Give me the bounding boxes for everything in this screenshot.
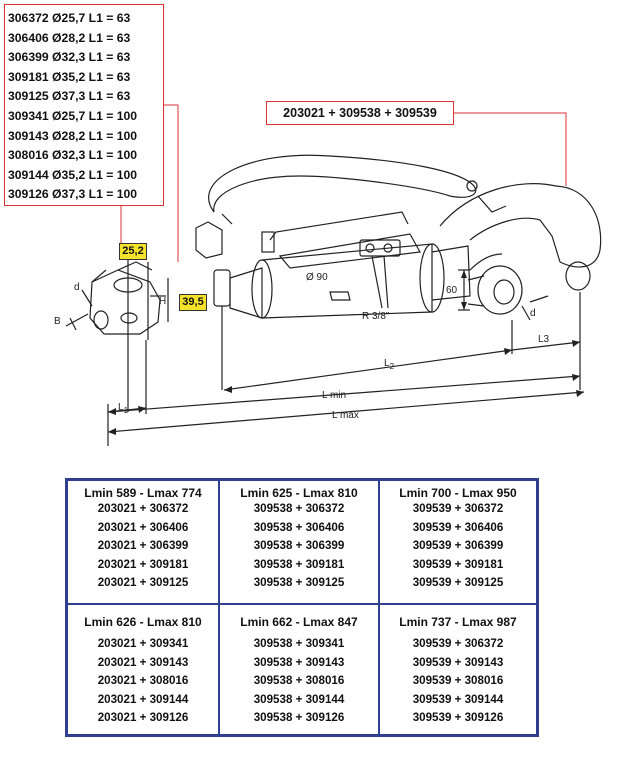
cell-item: 309539 + 306399 bbox=[412, 539, 504, 553]
cell-item: 309538 + 309125 bbox=[253, 576, 345, 590]
cell-item: 309539 + 306372 bbox=[412, 637, 504, 650]
table-cell: Lmin 662 - Lmax 847 309538 + 309341 3095… bbox=[219, 604, 379, 735]
label-lmin: L min bbox=[322, 390, 347, 401]
cell-item: 309538 + 309144 bbox=[253, 692, 345, 706]
legend-row: 309181 Ø35,2 L1 = 63 bbox=[8, 69, 131, 84]
label-lmax: L max bbox=[332, 410, 359, 421]
table-cell: Lmin 737 - Lmax 987 309539 + 306372 3095… bbox=[379, 604, 537, 735]
legend-row: 306372 Ø25,7 L1 = 63 bbox=[8, 11, 131, 25]
dimension-tag-top: 25,2 bbox=[119, 243, 147, 260]
cell-item: 203021 + 306399 bbox=[97, 539, 189, 553]
cell-item: 309539 + 308016 bbox=[412, 674, 504, 688]
cell-item: 309538 + 309341 bbox=[253, 637, 345, 650]
dimension-tag-side: 39,5 bbox=[179, 294, 207, 311]
legend-row: 306399 Ø32,3 L1 = 63 bbox=[8, 50, 131, 65]
label-h: H bbox=[159, 296, 167, 307]
cell-item: 309539 + 309125 bbox=[412, 576, 504, 590]
label-l3: L3 bbox=[538, 334, 550, 345]
legend-row: 309144 Ø35,2 L1 = 100 bbox=[8, 167, 138, 182]
legend-row: 309126 Ø37,3 L1 = 100 bbox=[8, 187, 138, 202]
legend-row: 309143 Ø28,2 L1 = 100 bbox=[8, 128, 138, 143]
legend-row: 306406 Ø28,2 L1 = 63 bbox=[8, 30, 131, 45]
cell-item: 309538 + 309143 bbox=[253, 655, 345, 669]
table-cell: Lmin 700 - Lmax 950 309539 + 306372 3095… bbox=[379, 480, 537, 604]
cell-heading: Lmin 737 - Lmax 987 bbox=[399, 615, 517, 629]
cell-item: 309538 + 306399 bbox=[253, 539, 345, 553]
label-l1: L1 bbox=[118, 402, 129, 415]
cell-heading: Lmin 700 - Lmax 950 bbox=[399, 486, 517, 500]
legend-row: 309341 Ø25,7 L1 = 100 bbox=[8, 108, 138, 123]
label-thread: R 3/8" bbox=[362, 311, 390, 322]
kit-callout: 203021 + 309538 + 309539 bbox=[266, 101, 454, 125]
cell-item: 309539 + 309143 bbox=[412, 655, 504, 669]
cell-item: 203021 + 309341 bbox=[97, 637, 189, 650]
table-cell: Lmin 625 - Lmax 810 309538 + 306372 3095… bbox=[219, 480, 379, 604]
cell-item: 203021 + 309181 bbox=[97, 557, 189, 571]
label-l2: L2 bbox=[384, 358, 395, 371]
cell-heading: Lmin 625 - Lmax 810 bbox=[240, 486, 358, 500]
label-diameter: Ø 90 bbox=[306, 272, 328, 283]
cell-item: 203021 + 309143 bbox=[97, 655, 189, 669]
cell-item: 203021 + 309125 bbox=[97, 576, 189, 590]
cell-item: 309538 + 308016 bbox=[253, 674, 345, 688]
cell-item: 309538 + 306406 bbox=[253, 520, 345, 534]
cell-item: 309539 + 306406 bbox=[412, 520, 504, 534]
cell-item: 309539 + 309126 bbox=[412, 711, 504, 725]
cell-heading: Lmin 626 - Lmax 810 bbox=[84, 615, 202, 629]
label-height-60: 60 bbox=[446, 285, 458, 296]
cell-item: 309538 + 306372 bbox=[253, 502, 345, 515]
table-cell: Lmin 589 - Lmax 774 203021 + 306372 2030… bbox=[67, 480, 219, 604]
label-b: B bbox=[54, 316, 61, 327]
cell-item: 309539 + 306372 bbox=[412, 502, 504, 515]
cell-item: 203021 + 306372 bbox=[97, 502, 189, 515]
label-d-left: d bbox=[74, 282, 80, 293]
label-d-right: d bbox=[530, 308, 536, 319]
cell-heading: Lmin 589 - Lmax 774 bbox=[84, 486, 202, 500]
cell-item: 309538 + 309126 bbox=[253, 711, 345, 725]
cell-heading: Lmin 662 - Lmax 847 bbox=[240, 615, 358, 629]
cell-item: 309538 + 309181 bbox=[253, 557, 345, 571]
cell-item: 203021 + 309126 bbox=[97, 711, 189, 725]
legend-row: 309125 Ø37,3 L1 = 63 bbox=[8, 89, 131, 104]
cell-item: 203021 + 308016 bbox=[97, 674, 189, 688]
legend-row: 308016 Ø32,3 L1 = 100 bbox=[8, 148, 138, 163]
cell-item: 309539 + 309181 bbox=[412, 557, 504, 571]
cell-item: 309539 + 309144 bbox=[412, 692, 504, 706]
combination-table: Lmin 589 - Lmax 774 203021 + 306372 2030… bbox=[65, 478, 539, 737]
cell-item: 203021 + 306406 bbox=[97, 520, 189, 534]
cell-item: 203021 + 309144 bbox=[97, 692, 189, 706]
table-cell: Lmin 626 - Lmax 810 203021 + 309341 2030… bbox=[67, 604, 219, 735]
part-number-legend: 306372 Ø25,7 L1 = 63 306406 Ø28,2 L1 = 6… bbox=[4, 4, 164, 206]
